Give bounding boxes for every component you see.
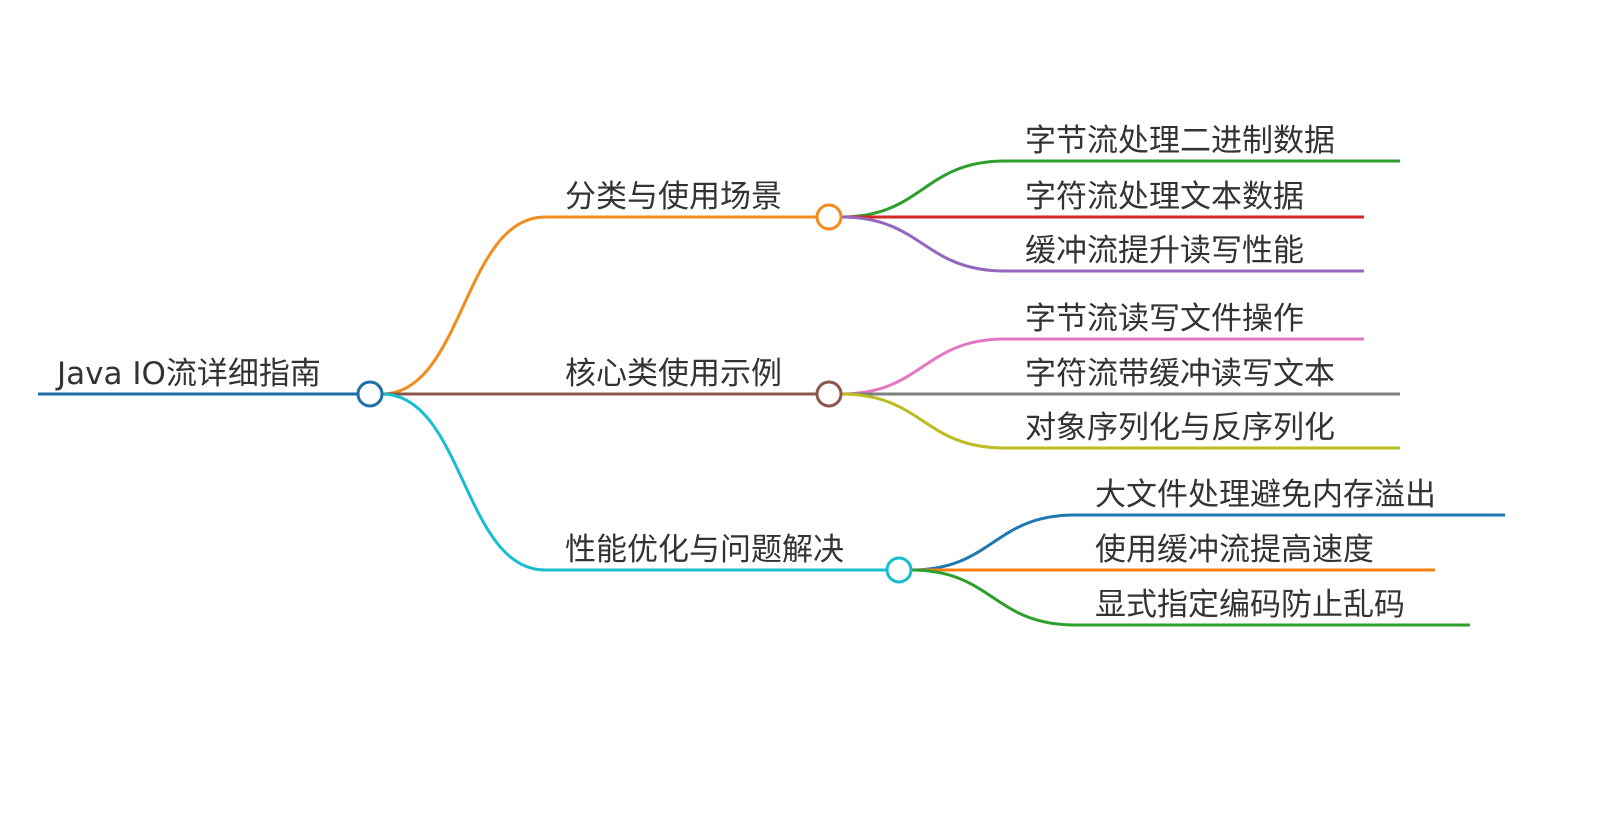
leaf-label: 缓冲流提升读写性能 bbox=[1025, 233, 1304, 269]
leaf-label: 大文件处理避免内存溢出 bbox=[1095, 477, 1436, 513]
branch-label: 核心类使用示例 bbox=[565, 356, 782, 392]
leaf-connector bbox=[840, 215, 1006, 273]
leaf-connector bbox=[840, 392, 1006, 450]
leaf-label: 显式指定编码防止乱码 bbox=[1095, 587, 1405, 623]
branch-node[interactable] bbox=[815, 203, 843, 231]
leaf-label: 使用缓冲流提高速度 bbox=[1095, 532, 1374, 568]
root-node[interactable] bbox=[356, 380, 384, 408]
leaf-connector bbox=[910, 568, 1076, 627]
leaf-connector bbox=[910, 513, 1076, 572]
edges-layer bbox=[38, 159, 1505, 627]
labels-layer: Java IO流详细指南 分类与使用场景 字节流处理二进制数据字符流处理文本数据缓冲… bbox=[55, 123, 1436, 623]
leaf-label: 对象序列化与反序列化 bbox=[1025, 410, 1335, 446]
leaf-label: 字符流处理文本数据 bbox=[1025, 179, 1304, 215]
root-label: Java IO流详细指南 bbox=[55, 356, 321, 392]
leaf-connector bbox=[840, 337, 1006, 396]
branch-label: 性能优化与问题解决 bbox=[565, 532, 844, 568]
leaf-label: 字符流带缓冲读写文本 bbox=[1025, 356, 1335, 392]
branch-connector bbox=[381, 215, 546, 396]
leaf-connector bbox=[840, 159, 1006, 219]
branch-label: 分类与使用场景 bbox=[565, 179, 782, 215]
leaf-label: 字节流读写文件操作 bbox=[1025, 301, 1304, 337]
branch-node[interactable] bbox=[885, 556, 913, 584]
branch-node[interactable] bbox=[815, 380, 843, 408]
leaf-label: 字节流处理二进制数据 bbox=[1025, 123, 1335, 159]
nodes-layer bbox=[356, 203, 913, 584]
branch-connector bbox=[381, 392, 546, 572]
